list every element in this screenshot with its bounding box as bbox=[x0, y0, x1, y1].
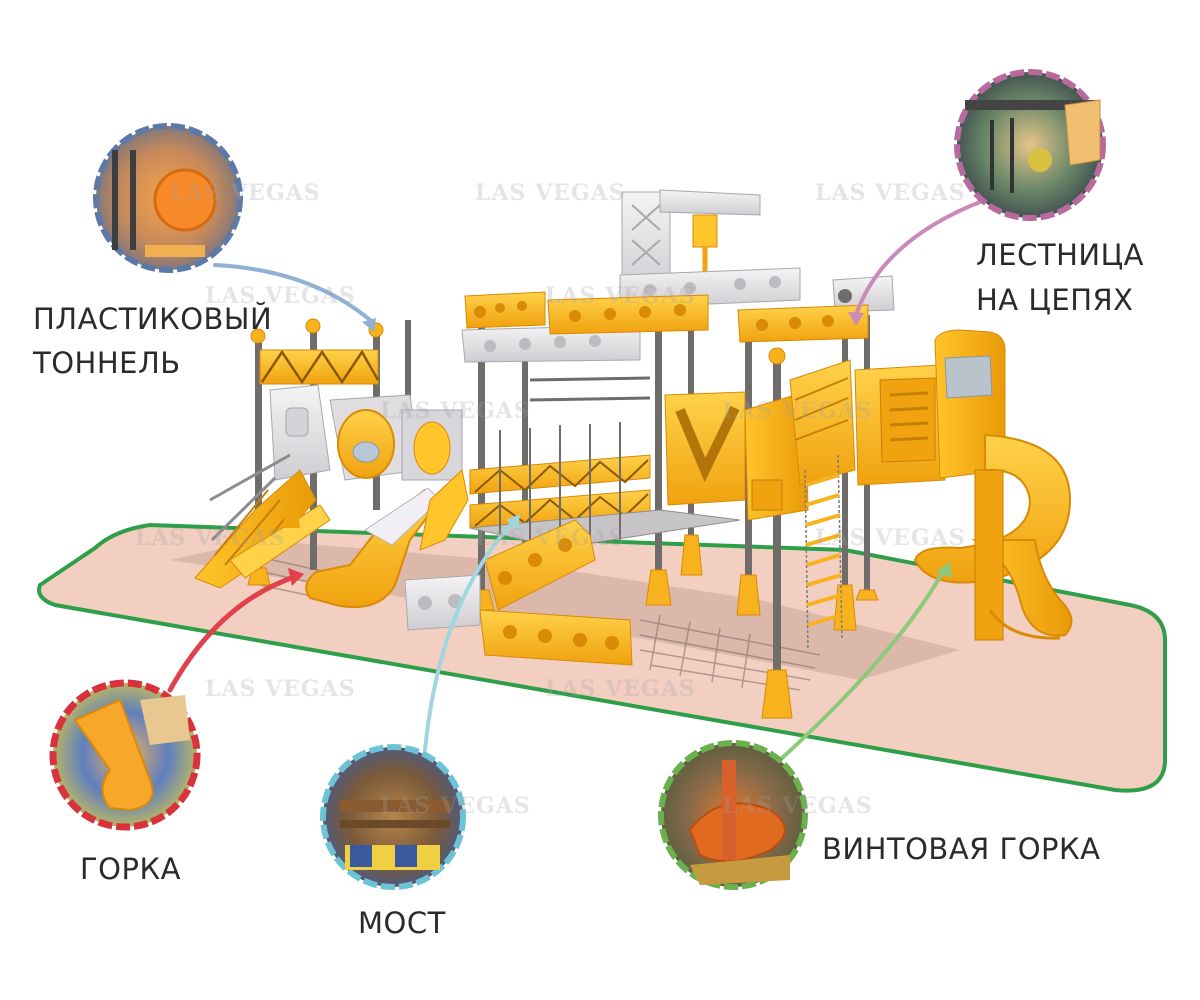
label-chain-ladder-line1: ЛЕСТНИЦА bbox=[976, 238, 1144, 272]
photo-bridge bbox=[320, 744, 466, 890]
leader-chain-ladder bbox=[853, 198, 987, 320]
leader-bridge bbox=[423, 518, 517, 752]
left-tower bbox=[194, 349, 469, 609]
label-bridge: МОСТ bbox=[358, 906, 446, 940]
front-blocks bbox=[404, 519, 633, 666]
label-slide: ГОРКА bbox=[80, 852, 181, 886]
label-spiral-slide: ВИНТОВАЯ ГОРКА bbox=[822, 832, 1101, 866]
panels bbox=[664, 359, 856, 521]
post-caps bbox=[250, 318, 786, 365]
leader-lines bbox=[167, 198, 987, 762]
leader-tunnel bbox=[213, 263, 372, 322]
photo-tunnel bbox=[93, 123, 243, 273]
label-tunnel-line1: ПЛАСТИКОВЫЙ bbox=[33, 302, 273, 336]
top-blocks bbox=[461, 189, 895, 402]
label-tunnel-line2: ТОННЕЛЬ bbox=[33, 346, 181, 380]
leader-slide bbox=[167, 572, 303, 693]
spiral-slide bbox=[913, 433, 1073, 641]
photo-chain-ladder bbox=[954, 69, 1106, 221]
truck-cab bbox=[854, 329, 1006, 486]
chain-ladder bbox=[804, 454, 843, 651]
label-chain-ladder-line2: НА ЦЕПЯХ bbox=[976, 283, 1134, 317]
photo-spiral-slide bbox=[658, 740, 808, 890]
post-feet bbox=[247, 534, 879, 719]
leader-spiral bbox=[778, 566, 947, 762]
photo-slide bbox=[49, 679, 201, 831]
